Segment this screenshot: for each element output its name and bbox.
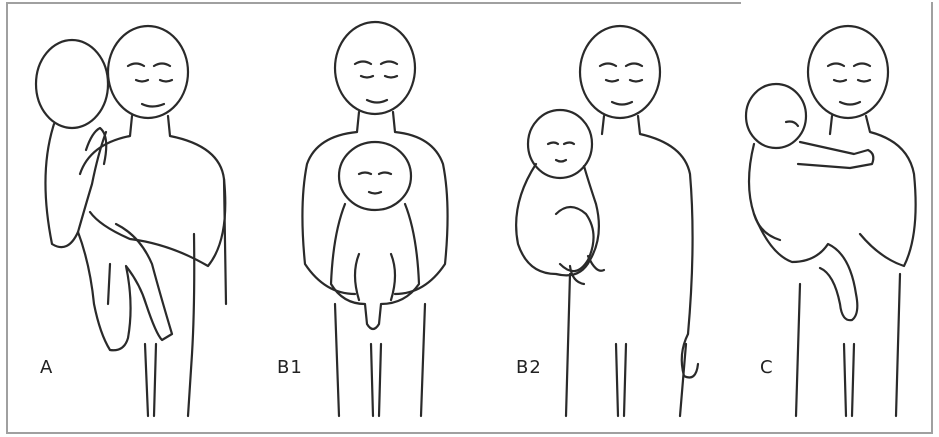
panel-label: C (760, 357, 774, 378)
panel-c: C (730, 4, 930, 432)
panel-b2: B2 (500, 4, 720, 432)
panel-label: B2 (516, 357, 542, 378)
panel-label: A (40, 357, 53, 378)
panel-b1: B1 (255, 4, 485, 432)
panel-a: A (20, 4, 240, 432)
panel-label: B1 (277, 357, 303, 378)
